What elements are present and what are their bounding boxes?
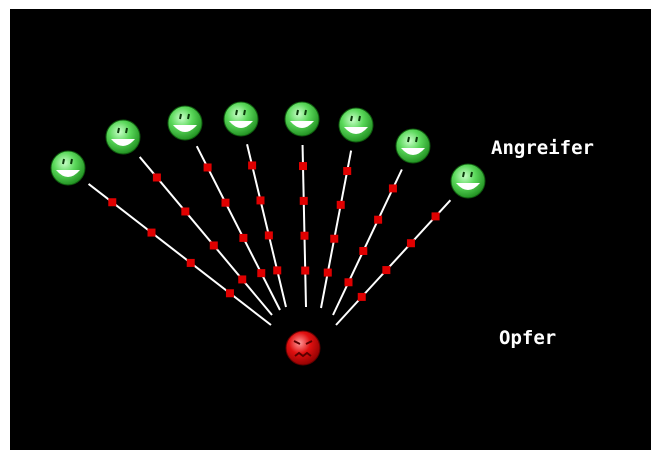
packet-marker: [256, 196, 265, 205]
connection-line: [138, 156, 273, 316]
packet-marker: [225, 289, 234, 298]
packet-marker: [301, 266, 310, 275]
connection-line: [332, 169, 403, 316]
packet-marker: [388, 184, 397, 193]
connection-line: [246, 144, 287, 308]
packet-marker: [406, 239, 415, 248]
packet-marker: [181, 207, 190, 216]
packet-marker: [221, 198, 230, 207]
packets: [108, 161, 440, 301]
ddos-diagram: Angreifer Opfer: [50, 101, 594, 366]
packet-marker: [264, 231, 273, 240]
packet-marker: [374, 215, 383, 224]
packet-marker: [357, 292, 366, 301]
victim: [285, 330, 321, 366]
packet-marker: [238, 275, 247, 284]
packet-marker: [147, 228, 156, 237]
packet-marker: [382, 266, 391, 275]
smiling-face-icon: [105, 119, 141, 155]
victim-label: Opfer: [499, 327, 556, 349]
smiling-face-icon: [50, 150, 86, 186]
connection-line: [320, 150, 353, 309]
angry-face-icon: [285, 330, 321, 366]
packet-marker: [359, 246, 368, 255]
connection-lines: [87, 144, 452, 326]
connection-line: [301, 144, 307, 308]
packet-marker: [152, 173, 161, 182]
packet-marker: [209, 241, 218, 250]
packet-marker: [323, 268, 332, 277]
smiling-face-icon: [338, 107, 374, 143]
packet-marker: [239, 233, 248, 242]
attackers: [50, 101, 486, 199]
packet-marker: [299, 162, 308, 171]
packet-marker: [300, 231, 309, 240]
packet-marker: [343, 167, 352, 176]
connection-line: [335, 199, 452, 326]
smiling-face-icon: [167, 105, 203, 141]
smiling-face-icon: [395, 128, 431, 164]
connection-line: [87, 183, 272, 326]
diagram-canvas: Angreifer Opfer: [10, 9, 651, 450]
smiling-face-icon: [450, 163, 486, 199]
packet-marker: [344, 278, 353, 287]
packet-marker: [336, 200, 345, 209]
packet-marker: [108, 198, 117, 207]
attackers-label: Angreifer: [491, 137, 594, 159]
packet-marker: [273, 266, 282, 275]
connection-line: [195, 145, 281, 311]
packet-marker: [330, 234, 339, 243]
packet-marker: [186, 258, 195, 267]
packet-marker: [257, 269, 266, 278]
packet-marker: [203, 163, 212, 172]
smiling-face-icon: [223, 101, 259, 137]
packet-marker: [431, 212, 440, 221]
smiling-face-icon: [284, 101, 320, 137]
packet-marker: [299, 196, 308, 205]
packet-marker: [248, 161, 257, 170]
